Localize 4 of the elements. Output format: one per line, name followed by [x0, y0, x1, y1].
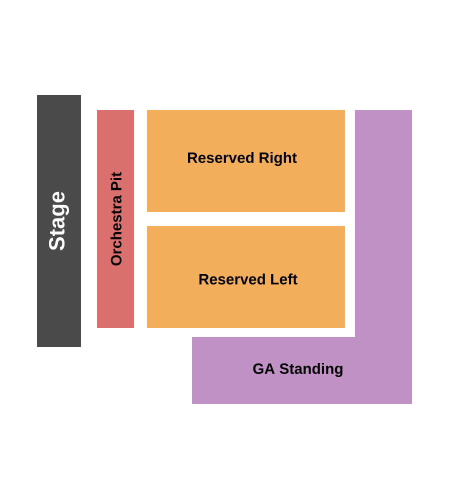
section-block: Reserved Left [147, 226, 345, 328]
section-block: Orchestra Pit [97, 110, 134, 328]
stage-block: Stage [37, 95, 81, 347]
section-block: Reserved Right [147, 110, 345, 212]
